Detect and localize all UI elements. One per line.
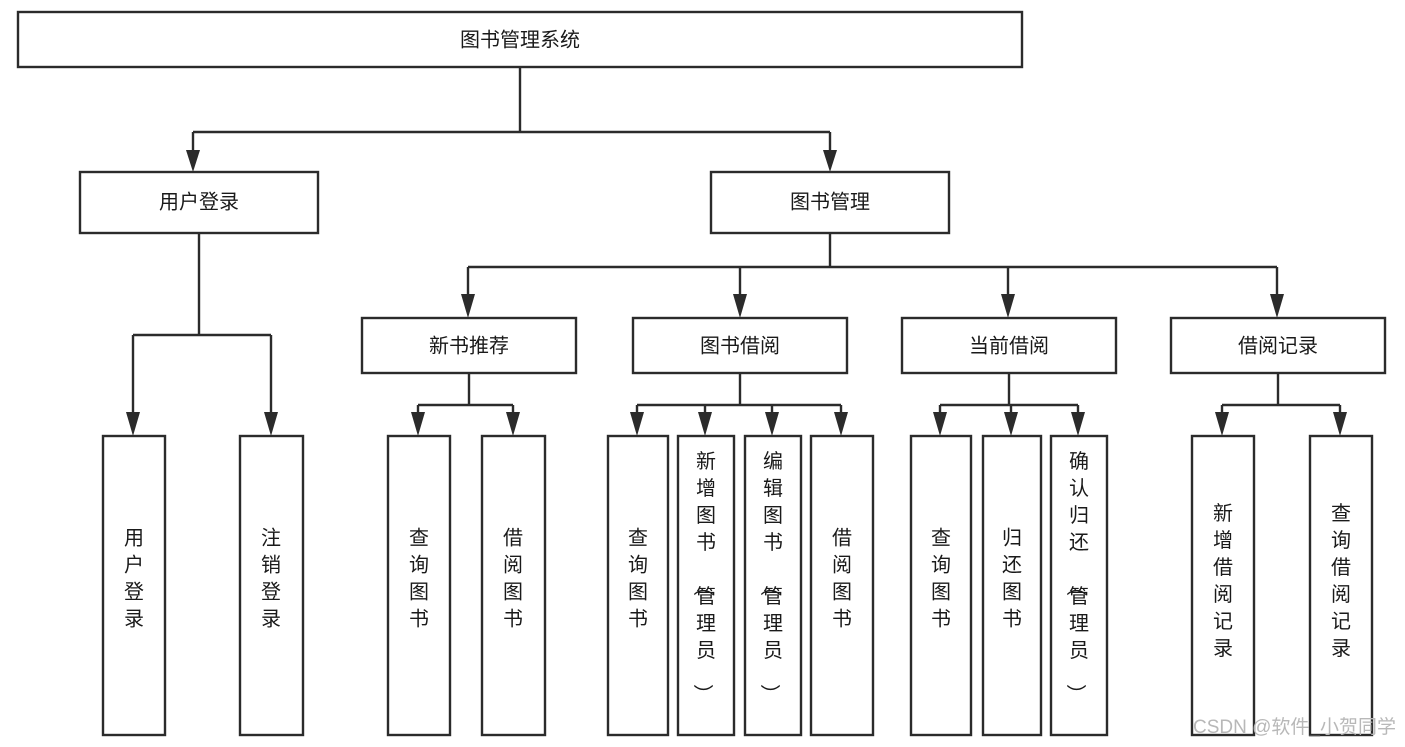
node-leaf-confirm-return[interactable]: 确认归还（管理员） — [1049, 434, 1109, 737]
node-book-manage[interactable]: 图书管理 — [709, 170, 951, 235]
node-leaf-return-book[interactable]: 归还图书 — [981, 434, 1043, 737]
node-leaf-confirm-return-box[interactable] — [1049, 434, 1109, 737]
arrowhead-leaf-edit-book — [765, 412, 779, 436]
node-leaf-logout-label: 注销登录 — [261, 527, 281, 631]
node-leaf-user-login-label: 用户登录 — [124, 528, 144, 631]
node-leaf-confirm-return-label: 确认归还（管理员） — [1064, 450, 1089, 704]
node-leaf-return-book-box[interactable] — [981, 434, 1043, 737]
node-leaf-borrow-book-recommend-label: 借阅图书 — [503, 527, 523, 631]
node-leaf-edit-book-box[interactable] — [743, 434, 803, 737]
node-leaf-query-book-recommend-label: 查询图书 — [409, 527, 429, 631]
arrowhead-leaf-query-book-borrow — [630, 412, 644, 436]
node-borrow-record-box[interactable] — [1169, 316, 1387, 375]
arrowhead-borrow-record — [1270, 294, 1284, 318]
node-leaf-borrow-book-box[interactable] — [809, 434, 875, 737]
node-leaf-user-login[interactable]: 用户登录 — [101, 434, 167, 737]
node-leaf-edit-book[interactable]: 编辑图书（管理员） — [743, 434, 803, 737]
node-current-borrow[interactable]: 当前借阅 — [900, 316, 1118, 375]
node-new-book-recommend[interactable]: 新书推荐 — [360, 316, 578, 375]
node-leaf-add-book-label: 新增图书（管理员） — [691, 450, 716, 704]
node-root-label: 图书管理系统 — [460, 28, 580, 51]
node-leaf-query-book-borrow-label: 查询图书 — [628, 527, 648, 631]
node-root-box[interactable] — [16, 10, 1024, 69]
node-leaf-borrow-book-label: 借阅图书 — [832, 527, 852, 631]
node-book-borrow-label: 图书借阅 — [700, 334, 780, 357]
node-leaf-query-book-current[interactable]: 查询图书 — [909, 434, 973, 737]
node-leaf-query-borrow-record-box[interactable] — [1308, 434, 1374, 737]
node-leaf-add-borrow-record[interactable]: 新增借阅记录 — [1190, 434, 1256, 737]
node-leaf-borrow-book-recommend[interactable]: 借阅图书 — [480, 434, 547, 737]
arrowhead-book-manage — [823, 150, 837, 172]
node-user-login[interactable]: 用户登录 — [78, 170, 320, 235]
node-leaf-borrow-book[interactable]: 借阅图书 — [809, 434, 875, 737]
node-user-login-box[interactable] — [78, 170, 320, 235]
arrowhead-leaf-logout — [264, 412, 278, 436]
connector-layer — [126, 67, 1347, 436]
node-leaf-add-borrow-record-box[interactable] — [1190, 434, 1256, 737]
node-root[interactable]: 图书管理系统 — [16, 10, 1024, 69]
node-borrow-record-label: 借阅记录 — [1238, 334, 1318, 357]
arrowhead-leaf-return-book — [1004, 412, 1018, 436]
arrowhead-leaf-add-book — [698, 412, 712, 436]
node-leaf-query-book-recommend[interactable]: 查询图书 — [386, 434, 452, 737]
node-user-login-label: 用户登录 — [159, 190, 239, 213]
node-leaf-query-borrow-record-label: 查询借阅记录 — [1331, 502, 1351, 660]
node-new-book-recommend-label: 新书推荐 — [429, 334, 509, 357]
node-leaf-query-book-current-label: 查询图书 — [931, 527, 951, 631]
node-leaf-edit-book-label: 编辑图书（管理员） — [758, 450, 783, 704]
node-leaf-borrow-book-recommend-box[interactable] — [480, 434, 547, 737]
arrowhead-leaf-query-book-current — [933, 412, 947, 436]
node-borrow-record[interactable]: 借阅记录 — [1169, 316, 1387, 375]
node-leaf-add-book[interactable]: 新增图书（管理员） — [676, 434, 736, 737]
node-leaf-return-book-label: 归还图书 — [1002, 527, 1022, 631]
node-book-borrow-box[interactable] — [631, 316, 849, 375]
arrowhead-leaf-confirm-return — [1071, 412, 1085, 436]
node-leaf-logout-box[interactable] — [238, 434, 305, 737]
arrowhead-leaf-user-login — [126, 412, 140, 436]
node-leaf-query-book-borrow-box[interactable] — [606, 434, 670, 737]
arrowhead-leaf-borrow-book-recommend — [506, 412, 520, 436]
arrowhead-leaf-query-book-recommend — [411, 412, 425, 436]
node-leaf-query-book-borrow[interactable]: 查询图书 — [606, 434, 670, 737]
arrowhead-book-borrow — [733, 294, 747, 318]
arrowhead-leaf-add-borrow-record — [1215, 412, 1229, 436]
node-current-borrow-box[interactable] — [900, 316, 1118, 375]
node-leaf-query-book-recommend-box[interactable] — [386, 434, 452, 737]
node-book-manage-label: 图书管理 — [790, 190, 870, 213]
arrowhead-leaf-borrow-book — [834, 412, 848, 436]
arrowhead-new-book-recommend — [461, 294, 475, 318]
node-current-borrow-label: 当前借阅 — [969, 334, 1049, 357]
csdn-watermark: CSDN @软件_小贺同学 — [1193, 716, 1396, 738]
node-leaf-logout[interactable]: 注销登录 — [238, 434, 305, 737]
node-leaf-user-login-box[interactable] — [101, 434, 167, 737]
node-leaf-query-borrow-record[interactable]: 查询借阅记录 — [1308, 434, 1374, 737]
node-leaf-add-book-box[interactable] — [676, 434, 736, 737]
arrowhead-user-login — [186, 150, 200, 172]
node-leaf-add-borrow-record-label: 新增借阅记录 — [1213, 502, 1233, 660]
node-new-book-recommend-box[interactable] — [360, 316, 578, 375]
node-book-borrow[interactable]: 图书借阅 — [631, 316, 849, 375]
node-book-manage-box[interactable] — [709, 170, 951, 235]
arrowhead-leaf-query-borrow-record — [1333, 412, 1347, 436]
arrowhead-current-borrow — [1001, 294, 1015, 318]
node-leaf-query-book-current-box[interactable] — [909, 434, 973, 737]
